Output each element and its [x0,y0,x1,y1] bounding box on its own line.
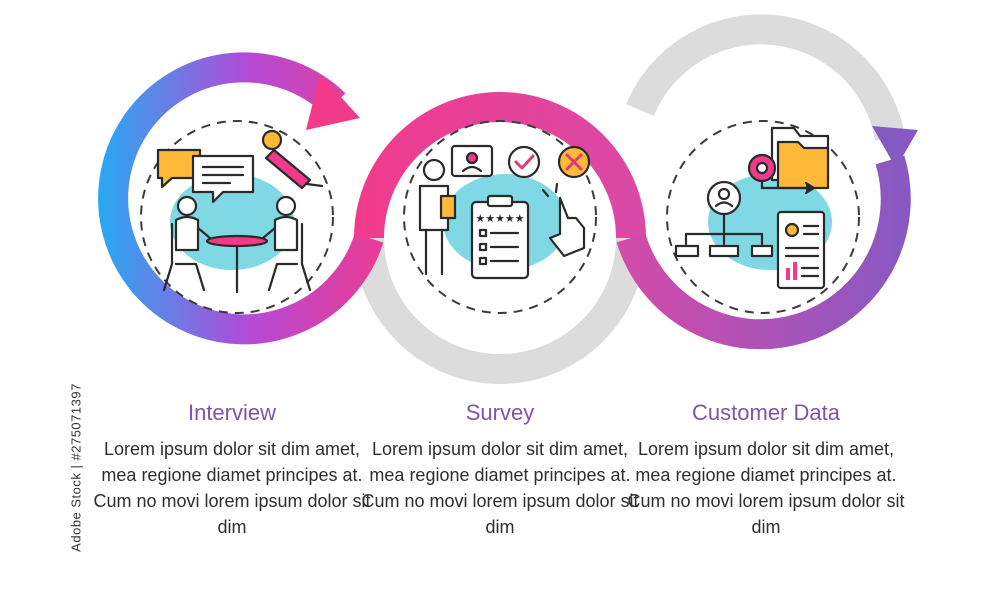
ring-1 [98,52,384,345]
step-title: Customer Data [692,400,840,425]
ring-3 [616,155,911,350]
step-customer-data: Customer Data Lorem ipsum dolor sit dim … [626,398,906,540]
dashed-circle-3 [666,120,860,314]
step-title: Survey [465,400,535,425]
ring-2 [354,92,646,239]
interview-icon [156,129,324,294]
step-description: Lorem ipsum dolor sit dim amet, mea regi… [93,439,371,537]
step-title: Interview [187,400,277,425]
arrow-head-3 [872,126,918,168]
arrow-head-1 [306,74,360,130]
step-description: Lorem ipsum dolor sit dim amet, mea regi… [361,439,639,537]
step-survey: Survey Lorem ipsum dolor sit dim amet, m… [360,398,640,540]
customer-data-icon [674,126,832,290]
step-interview: Interview Lorem ipsum dolor sit dim amet… [92,398,372,540]
dashed-circle-1 [140,120,334,314]
svg-text:★★★★★: ★★★★★ [475,213,524,225]
gray-ring-arcs [354,14,905,384]
step-description: Lorem ipsum dolor sit dim amet, mea regi… [627,439,905,537]
dashed-circle-2 [403,120,597,314]
stock-id-text: Adobe Stock | #275071397 [68,383,84,552]
survey-icon: ★★★★★ [418,144,591,280]
